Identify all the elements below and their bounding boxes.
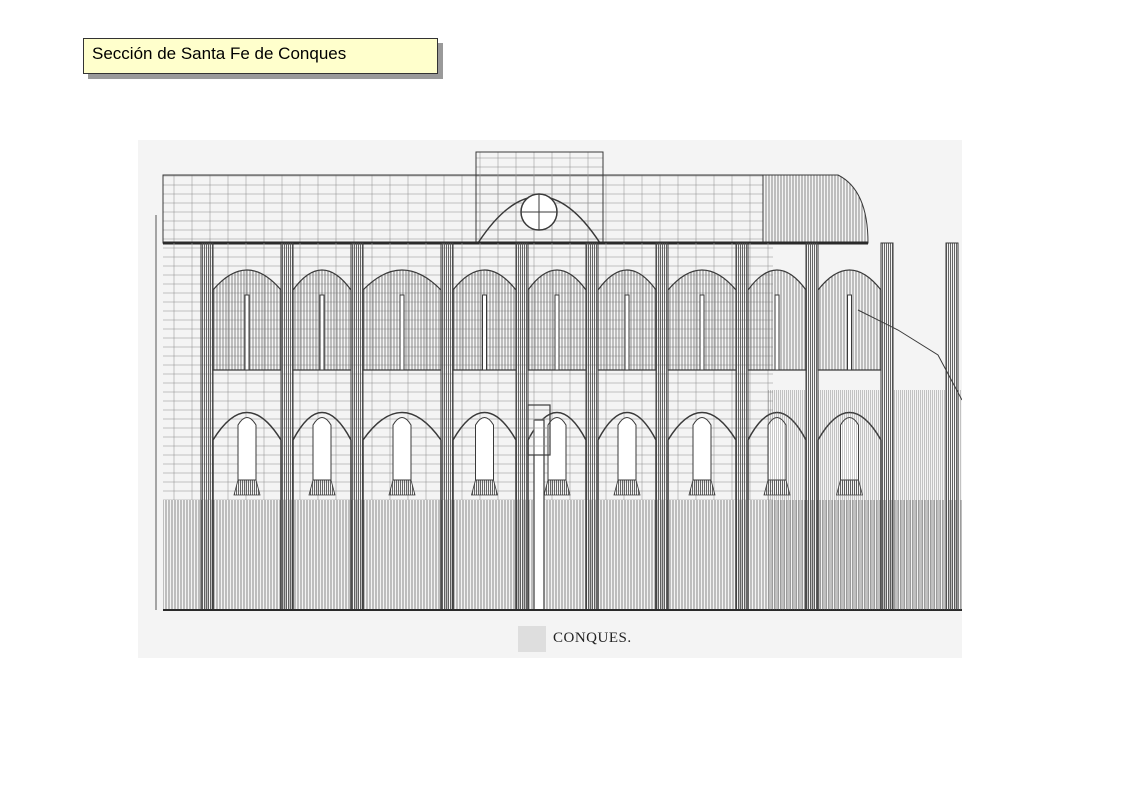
window-splay [308,479,336,496]
pier [280,242,294,611]
gallery-column [482,294,487,371]
aisle-window [312,417,332,481]
window-splay [233,479,261,496]
slide-title-text: Sección de Santa Fe de Conques [92,44,347,63]
aisle-window [475,417,494,481]
window-splay [388,479,416,496]
transept-roof [857,309,962,401]
arcade-arch [597,411,657,610]
slide-title: Sección de Santa Fe de Conques [83,38,438,74]
window-splay [470,479,499,496]
caption-stamp [518,626,546,652]
window-splay [543,479,571,496]
section-illustration [155,151,962,611]
aisle-window [617,417,637,481]
gallery-column [624,294,630,371]
gallery-column [847,294,852,371]
pier [655,242,669,611]
church-section-drawing [138,140,962,658]
gallery-column [774,294,780,371]
pier [200,242,214,611]
upper-wall [162,174,764,244]
arcade-arch [292,411,352,610]
arcade-arch [362,411,442,610]
aisle-window [392,417,412,481]
statue-niche [527,404,551,456]
arcade-arch [452,411,517,610]
aisle-window [547,417,567,481]
transept-wall [768,390,962,610]
pier [440,242,454,611]
pier [735,242,749,611]
aisle-window [692,417,712,481]
gallery-column [399,294,405,371]
apse-dome [762,174,869,244]
arcade-arch [212,411,282,610]
gallery-column [554,294,560,371]
gallery-column [319,294,325,371]
aisle-window [237,417,257,481]
drawing-caption: CONQUES. [553,630,632,646]
pier [515,242,529,611]
pier [585,242,599,611]
arcade-arch [667,411,737,610]
rose-window-tracery [521,194,557,230]
window-splay [688,479,716,496]
window-splay [613,479,641,496]
gallery-column [244,294,250,371]
pier [350,242,364,611]
gallery-column [699,294,705,371]
